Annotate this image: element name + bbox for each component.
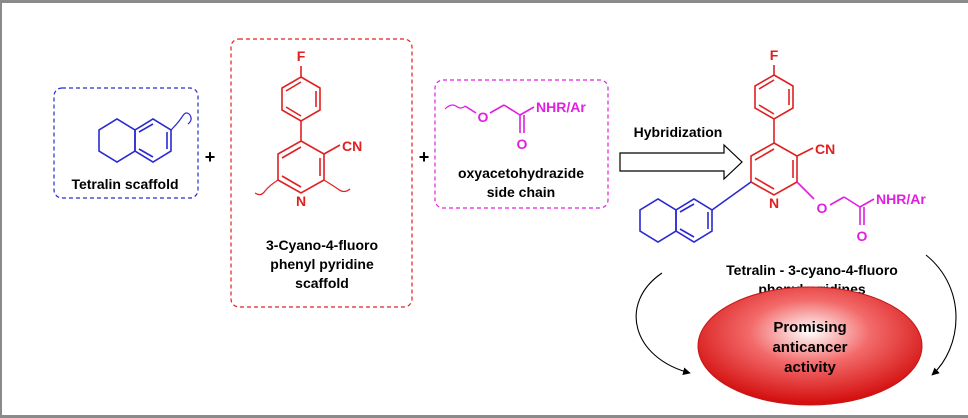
outcome-oval: Promising anticancer activity bbox=[697, 286, 923, 406]
outcome-label-line-2: anticancer bbox=[772, 339, 847, 356]
side-chain-label-line-2: side chain bbox=[487, 184, 555, 200]
side-chain-dashed-box bbox=[434, 79, 609, 209]
side-chain-structure bbox=[444, 104, 535, 133]
product-carbonyl-oxygen: O bbox=[857, 228, 868, 244]
outcome-ellipse bbox=[697, 286, 923, 406]
plus-sign-2: + bbox=[419, 147, 430, 167]
hybridization-arrow: Hybridization bbox=[619, 124, 743, 181]
cyanopyridine-label-line-1: 3-Cyano-4-fluoro bbox=[266, 237, 378, 253]
product-group: NHR/Ar bbox=[876, 191, 926, 207]
cyanopyridine-nitrogen: N bbox=[296, 193, 306, 209]
side-chain-label-line-1: oxyacetohydrazide bbox=[458, 165, 584, 181]
cyanopyridine-fluorine: F bbox=[297, 48, 306, 64]
right-curved-arrow bbox=[925, 254, 957, 376]
hybridization-open-arrow bbox=[619, 143, 743, 181]
product-core bbox=[750, 65, 814, 196]
left-curved-arrow bbox=[635, 272, 691, 375]
cyanopyridine-label-line-3: scaffold bbox=[295, 275, 349, 291]
product-fluorine: F bbox=[770, 47, 779, 63]
outcome-label-line-3: activity bbox=[784, 359, 836, 376]
cyanopyridine-cn: CN bbox=[342, 138, 362, 154]
product-cn: CN bbox=[815, 141, 835, 157]
product-nitrogen: N bbox=[769, 195, 779, 211]
side-chain-ether-oxygen: O bbox=[478, 109, 489, 125]
cyanopyridine-panel: F CN N 3-Cyano-4-fluoro phenyl pyridine … bbox=[230, 38, 413, 308]
cyanopyridine-structure bbox=[254, 66, 351, 196]
outcome-label-line-1: Promising bbox=[773, 319, 846, 336]
tetralin-structure bbox=[98, 112, 192, 163]
cyanopyridine-label-line-2: phenyl pyridine bbox=[270, 256, 374, 272]
tetralin-dashed-box bbox=[53, 87, 199, 199]
hybridization-label: Hybridization bbox=[634, 124, 723, 140]
plus-sign-1: + bbox=[205, 147, 216, 167]
product-tetralin bbox=[639, 181, 752, 243]
side-chain-carbonyl-oxygen: O bbox=[517, 136, 528, 152]
side-chain-panel: O O NHR/Ar oxyacetohydrazide side chain bbox=[434, 79, 609, 209]
product-label-line-1: Tetralin - 3-cyano-4-fluoro bbox=[726, 262, 898, 278]
hybridization-scheme: Tetralin scaffold + F CN N 3-Cyano-4-flu… bbox=[53, 38, 957, 406]
tetralin-panel: Tetralin scaffold bbox=[53, 87, 199, 199]
product-side-chain bbox=[796, 181, 875, 225]
product-ether-oxygen: O bbox=[817, 200, 828, 216]
product-structure: F CN N O O NHR/Ar Tetralin - 3-cyano-4-f… bbox=[639, 47, 926, 297]
side-chain-group: NHR/Ar bbox=[536, 99, 586, 115]
cyanopyridine-dashed-box bbox=[230, 38, 413, 308]
tetralin-label: Tetralin scaffold bbox=[71, 176, 178, 192]
